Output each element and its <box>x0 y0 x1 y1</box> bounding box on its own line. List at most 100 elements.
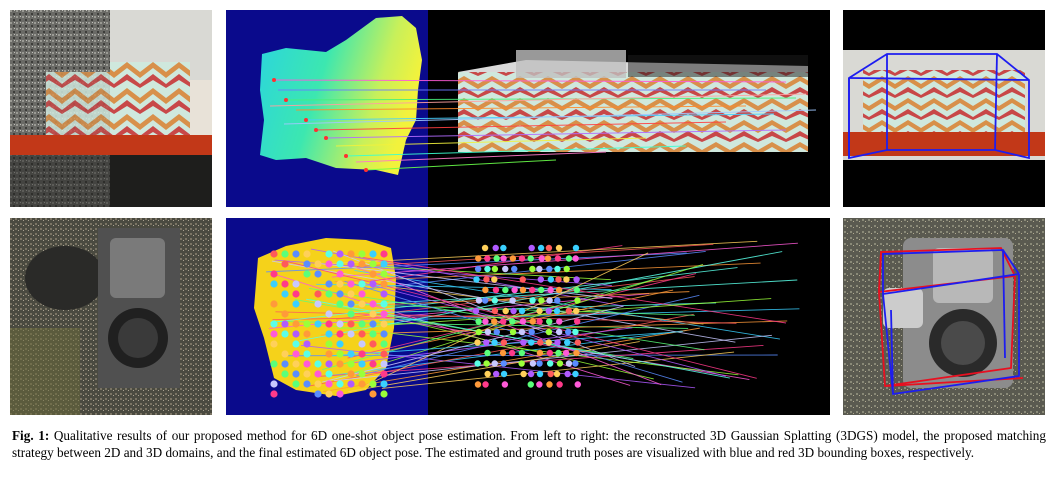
keypoint-3d <box>553 370 561 378</box>
keypoint-3d <box>529 360 537 367</box>
keypoint-3d <box>483 339 490 346</box>
keypoint-2d <box>325 390 333 398</box>
keypoint-2d <box>336 380 344 388</box>
keypoint-2d <box>369 340 377 348</box>
keypoint-3d <box>481 297 489 304</box>
keypoint-3d <box>528 339 535 346</box>
keypoint-2d <box>325 280 333 288</box>
keypoint-3d <box>546 265 553 273</box>
caption-text: Qualitative results of our proposed meth… <box>12 428 1046 461</box>
keypoint-3d <box>502 286 509 294</box>
keypoint-2d <box>336 340 344 348</box>
match-line <box>365 265 611 281</box>
keypoint-2d <box>303 370 311 378</box>
keypoint-2d <box>281 260 289 268</box>
match-line <box>354 269 780 340</box>
keypoint-2d <box>358 290 366 298</box>
keypoint-2d <box>314 300 322 308</box>
keypoint-2d <box>369 330 377 338</box>
keypoint-3d <box>546 318 553 325</box>
keypoint-3d <box>572 360 579 367</box>
match-line <box>294 299 634 360</box>
keypoint-2d <box>314 380 322 388</box>
keypoint-2d <box>281 320 289 328</box>
keypoint-3d <box>518 328 526 336</box>
keypoint-3d <box>493 328 500 336</box>
keypoint-2d <box>303 320 311 328</box>
keypoint-2d <box>358 340 366 348</box>
keypoint-3d <box>508 349 516 357</box>
keypoint-3d <box>545 339 552 346</box>
match-line <box>336 298 772 330</box>
match-line <box>369 245 623 282</box>
keypoint-2d <box>292 290 300 298</box>
keypoint-3d <box>473 276 480 283</box>
keypoint-3d <box>474 339 481 346</box>
keypoint-2d <box>380 280 388 288</box>
keypoint-3d <box>474 265 482 273</box>
keypoint-3d <box>536 349 544 357</box>
keypoint-3d <box>482 286 489 294</box>
keypoint-3d <box>573 318 581 325</box>
match-line <box>369 291 690 306</box>
keypoint-3d <box>519 286 527 294</box>
keypoint-3d <box>553 307 561 315</box>
keypoint-2d <box>292 250 300 258</box>
keypoint-2d <box>380 270 388 278</box>
keypoint-2d <box>270 320 278 328</box>
keypoint-2d <box>303 340 311 348</box>
keypoint-3d <box>573 286 581 294</box>
match-line <box>357 243 714 267</box>
keypoint-3d <box>492 286 500 294</box>
keypoint-3d <box>500 370 508 378</box>
keypoint-3d <box>509 318 516 325</box>
keypoint-3d <box>555 328 563 336</box>
keypoint-3d <box>573 307 580 315</box>
keypoint-3d <box>491 307 499 315</box>
keypoint-2d <box>358 320 366 328</box>
keypoint-3d <box>518 307 526 315</box>
keypoint-2d <box>281 310 289 318</box>
keypoint-3d <box>554 297 561 304</box>
keypoint-3d <box>572 255 579 262</box>
keypoint-2d <box>336 290 344 298</box>
keypoint-2d <box>380 360 388 368</box>
keypoint-2d <box>292 370 300 378</box>
keypoint-3d <box>546 381 553 388</box>
keypoint-2d <box>325 360 333 368</box>
keypoint-2d <box>281 280 289 288</box>
keypoint-2d <box>358 300 366 308</box>
keypoint-3d <box>547 370 554 378</box>
keypoint-3d <box>538 297 545 304</box>
keypoint-2d <box>336 300 344 308</box>
keypoint-3d <box>502 307 509 315</box>
keypoint-2d <box>303 330 311 338</box>
keypoint-2d <box>314 290 322 298</box>
row1-3dgs-reconstruction-image <box>10 10 212 207</box>
keypoint-2d <box>270 270 278 278</box>
match-line <box>331 242 798 278</box>
row2-2d-3d-matching-image <box>226 218 830 415</box>
keypoint-3d <box>536 265 543 273</box>
keypoint-3d <box>491 360 498 367</box>
keypoint-2d <box>314 370 322 378</box>
keypoint-2d <box>358 360 366 368</box>
keypoint-2d <box>303 250 311 258</box>
keypoint-2d <box>369 250 377 258</box>
match-line <box>283 260 757 379</box>
keypoint-3d <box>527 381 534 388</box>
keypoint-2d <box>303 270 311 278</box>
keypoint-2d <box>325 330 333 338</box>
match-line <box>306 313 694 387</box>
keypoint-3d <box>493 255 500 262</box>
keypoint-2d <box>358 250 366 258</box>
keypoint-2d <box>292 340 300 348</box>
keypoint-3d <box>483 276 490 283</box>
keypoint-2d <box>314 270 322 278</box>
keypoint-3d <box>484 349 491 357</box>
keypoint-2d <box>369 260 377 268</box>
match-line <box>271 260 736 343</box>
keypoint-2d <box>270 330 278 338</box>
keypoint-3d <box>565 255 573 262</box>
keypoint-2d <box>270 390 278 398</box>
